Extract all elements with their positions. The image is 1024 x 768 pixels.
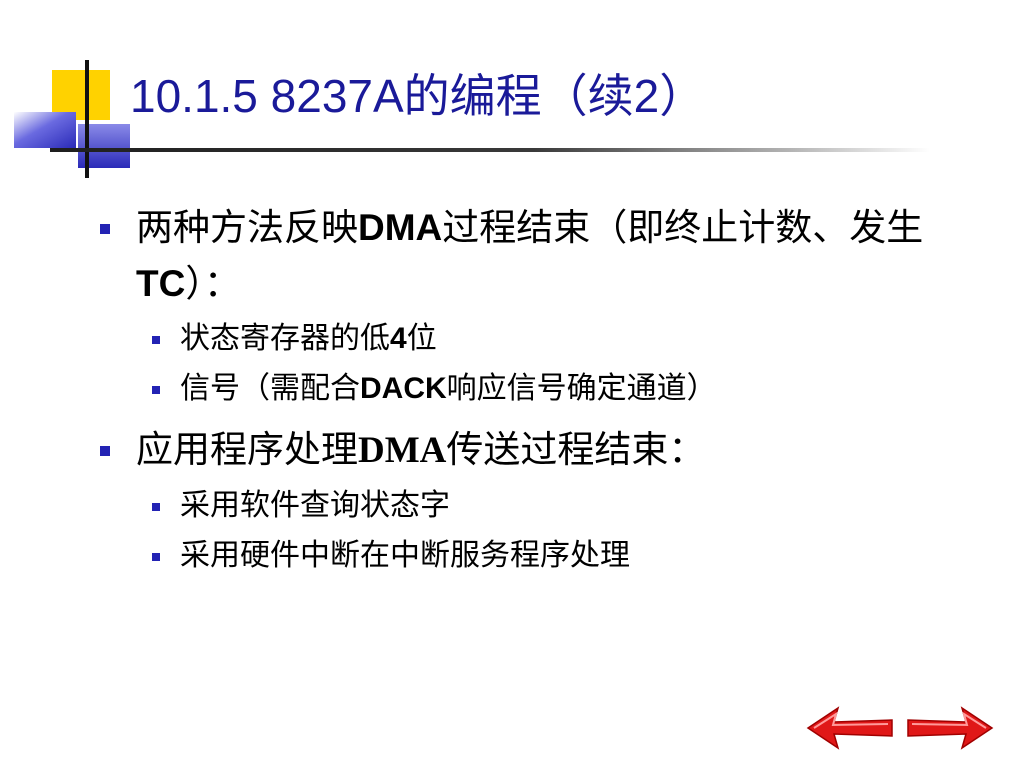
square-bullet-icon [100,446,110,456]
slide-title: 10.1.5 8237A的编程（续2） [130,70,706,122]
bullet-text-segment: ）： [185,262,241,305]
sub-bullet-item: 状态寄存器的低4位 [146,316,980,362]
sub-bullet-item: 采用软件查询状态字 [146,483,980,529]
square-bullet-icon [152,386,160,394]
square-bullet-icon [152,503,160,511]
square-bullet-icon [100,224,110,234]
decorative-squares-logo-icon [0,0,132,190]
bullet-text-segment: DMA [358,430,447,471]
bullet-text-segment: DMA [358,207,443,248]
square-bullet-icon [152,553,160,561]
arrow-right-icon[interactable] [907,706,994,750]
bullet-text-segment: 应用程序处理 [136,428,358,471]
bullet-list: 两种方法反映DMA过程结束（即终止计数、发生TC）： 状态寄存器的低4位 信号（… [100,200,980,583]
sub-bullet-text-segment: 信号（需配合 [180,371,360,406]
arrow-left-icon[interactable] [806,706,893,750]
sub-bullet-text-segment: DACK [360,372,447,405]
sub-bullet-text-segment: 响应信号确定通道） [446,371,717,406]
bullet-text-segment: 过程结束（即终止计数、发生 [442,206,924,249]
slide-navigation [800,698,1000,758]
sub-bullet-item: 采用硬件中断在中断服务程序处理 [146,533,980,579]
sub-bullet-text-segment: 4 [390,322,407,355]
bullet-text-segment: 传送过程结束： [446,428,706,471]
square-bullet-icon [152,336,160,344]
bullet-text-segment: 两种方法反映 [136,206,358,249]
bullet-text-segment: TC [136,263,186,304]
sub-bullet-text-segment: 采用软件查询状态字 [180,488,450,523]
sub-bullet-item: 信号（需配合DACK响应信号确定通道） [146,366,980,412]
sub-bullet-text-segment: 状态寄存器的低 [180,321,390,356]
bullet-item: 两种方法反映DMA过程结束（即终止计数、发生 TC）： [100,200,980,312]
sub-bullet-text-segment: 采用硬件中断在中断服务程序处理 [180,538,630,573]
bullet-item: 应用程序处理DMA传送过程结束： [100,422,980,479]
title-divider [50,148,930,152]
sub-bullet-text-segment: 位 [406,321,437,356]
